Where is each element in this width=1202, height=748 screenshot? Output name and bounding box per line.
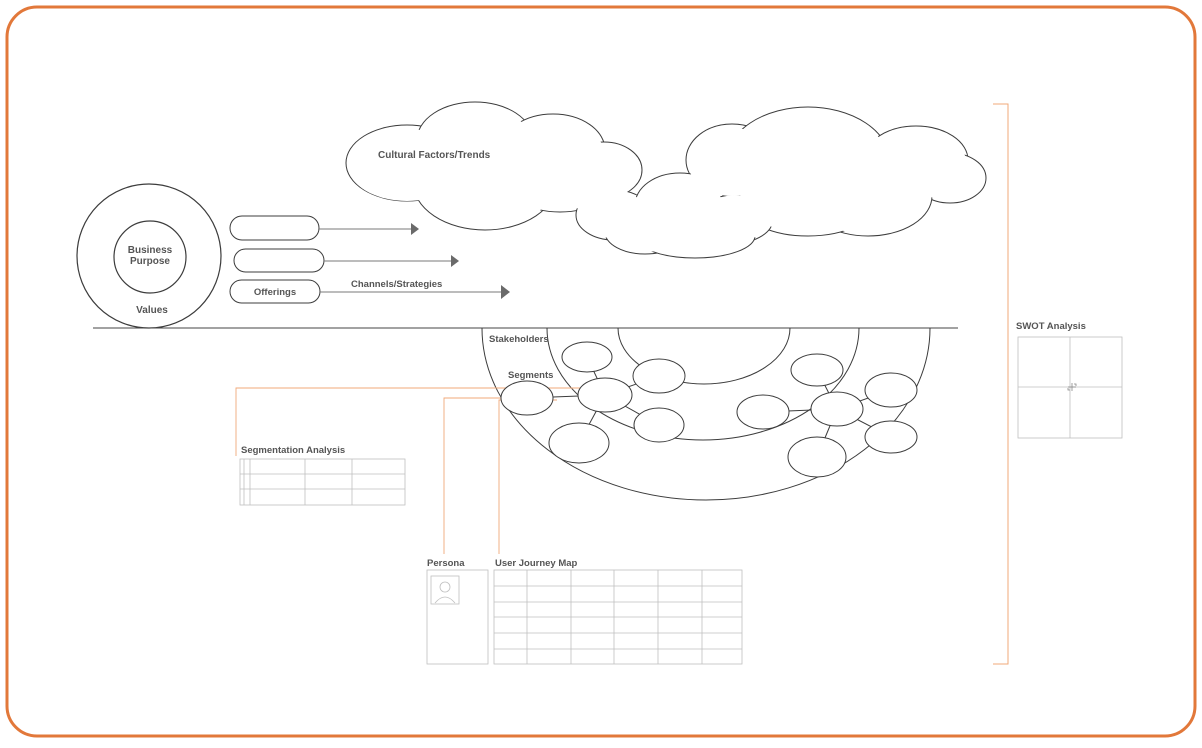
segment-node-3	[577, 377, 633, 413]
user-avatar-icon	[430, 575, 460, 605]
move-cursor-icon	[1067, 383, 1077, 391]
offerings-label: Offerings	[254, 287, 296, 298]
persona-label: Persona	[427, 558, 465, 569]
segment-node-2	[632, 358, 686, 394]
business-purpose-label-line1: Business	[128, 245, 173, 256]
channels-strategies-label: Channels/Strategies	[351, 279, 442, 290]
segment-node-11	[864, 420, 918, 454]
values-label: Values	[136, 305, 168, 316]
segment-nodes	[500, 341, 918, 478]
swot-label: SWOT Analysis	[1016, 321, 1086, 332]
segment-node-1	[561, 341, 613, 373]
inner-ring	[617, 327, 791, 385]
segments-label: Segments	[508, 370, 553, 381]
stakeholders-label: Stakeholders	[489, 334, 549, 345]
segment-node-4	[500, 380, 554, 416]
middle-ring	[546, 327, 860, 441]
segment-node-7	[790, 353, 844, 387]
segment-node-6	[548, 422, 610, 464]
offering-pill-2	[233, 248, 325, 273]
segment-node-8	[864, 372, 918, 408]
channel-arrow-head-2	[451, 255, 459, 267]
swot-bracket	[993, 103, 1009, 665]
cultural-factors-label: Cultural Factors/Trends	[378, 150, 491, 161]
segmentation-connector	[235, 387, 594, 456]
journey-connector	[498, 399, 557, 554]
channel-arrow-head-3	[501, 285, 510, 299]
outer-ring	[481, 327, 931, 501]
segment-node-5	[633, 407, 685, 443]
channel-arrow-head-1	[411, 223, 419, 235]
segmentation-table	[239, 458, 406, 506]
persona-connector	[443, 397, 514, 554]
segment-node-12	[787, 436, 847, 478]
persona-card	[426, 569, 489, 665]
offerings-group	[229, 215, 510, 304]
user-journey-table	[493, 569, 743, 665]
business-purpose-circle	[113, 220, 187, 294]
swot-grid	[1017, 336, 1123, 439]
business-purpose-label-line2: Purpose	[130, 256, 170, 267]
offering-pill-1	[229, 215, 320, 241]
stakeholder-rings	[481, 327, 931, 501]
user-journey-map-label: User Journey Map	[495, 558, 578, 569]
segment-node-10	[736, 394, 790, 430]
segment-node-9	[810, 391, 864, 427]
segmentation-analysis-label: Segmentation Analysis	[241, 445, 345, 456]
frame-border	[5, 5, 1197, 738]
